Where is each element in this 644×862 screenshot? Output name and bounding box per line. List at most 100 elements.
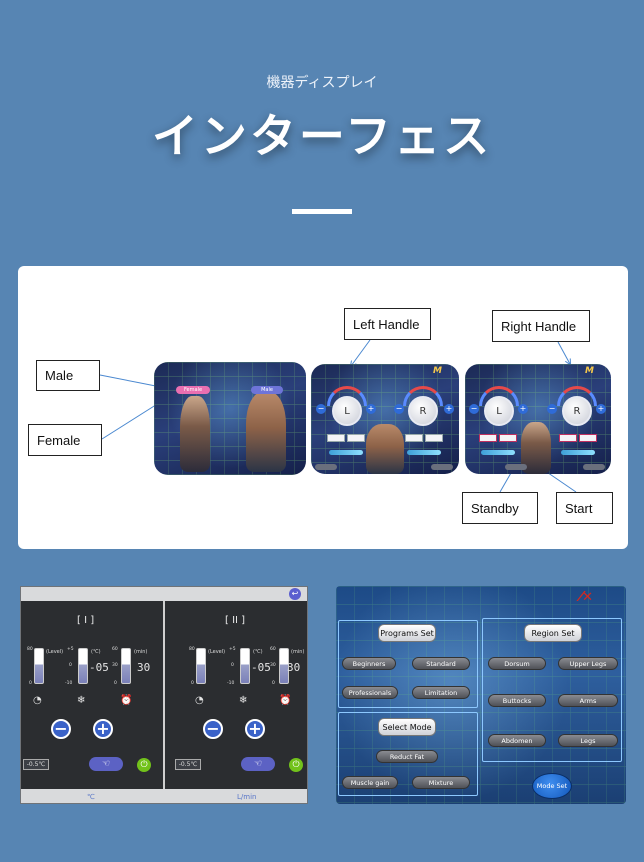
- left-level-bar: [481, 450, 515, 455]
- gauge-icon: ◔: [195, 695, 204, 706]
- alarm-clock-icon: ⏰: [279, 695, 292, 706]
- mode-set-button[interactable]: Mode Set: [532, 773, 572, 799]
- time-min-tick: 0: [114, 681, 117, 686]
- power-icon: ⏻: [140, 760, 148, 770]
- minus-button[interactable]: −: [203, 719, 223, 739]
- male-figure: [246, 392, 286, 472]
- running-screen: M L R − + − +: [465, 364, 611, 474]
- programs-set-button[interactable]: Programs Set: [378, 624, 436, 642]
- minus-button[interactable]: −: [51, 719, 71, 739]
- right-minus-icon[interactable]: −: [394, 404, 404, 414]
- start-button[interactable]: [431, 464, 453, 470]
- temp-max-tick: +5: [229, 647, 236, 652]
- channel-divider: [163, 601, 165, 791]
- programs-group: [338, 620, 478, 708]
- temperature-gauge: [240, 648, 250, 684]
- temp-unit: (℃): [253, 649, 263, 655]
- left-field-2[interactable]: [347, 434, 365, 442]
- pump-toggle-button[interactable]: ☜: [241, 757, 275, 771]
- time-value: 30: [287, 661, 301, 674]
- left-field-2[interactable]: [499, 434, 517, 442]
- mode-muscle-gain[interactable]: Muscle gain: [342, 776, 398, 789]
- mode-reduct-fat[interactable]: Reduct Fat: [376, 750, 438, 763]
- start-button[interactable]: [583, 464, 605, 470]
- left-level-bar: [329, 450, 363, 455]
- temperature-gauge: [78, 648, 88, 684]
- right-field-2[interactable]: [579, 434, 597, 442]
- right-field-2[interactable]: [425, 434, 443, 442]
- level-unit: (Level): [208, 649, 226, 655]
- female-pill[interactable]: Female: [176, 386, 210, 394]
- power-button[interactable]: ⏻: [137, 758, 151, 772]
- temp-readout: -0.5℃: [23, 759, 49, 770]
- power-button[interactable]: ⏻: [289, 758, 303, 772]
- region-abdomen[interactable]: Abdomen: [488, 734, 546, 747]
- left-plus-icon[interactable]: +: [518, 404, 528, 414]
- back-icon[interactable]: ↩: [289, 588, 301, 600]
- region-buttocks[interactable]: Buttocks: [488, 694, 546, 707]
- temp-mid-tick: 0: [69, 663, 72, 668]
- hand-icon: ☜: [101, 759, 111, 769]
- region-arms[interactable]: Arms: [558, 694, 618, 707]
- right-field-1[interactable]: [405, 434, 423, 442]
- left-field-1[interactable]: [479, 434, 497, 442]
- right-field-1[interactable]: [559, 434, 577, 442]
- level-gauge: [196, 648, 206, 684]
- region-legs[interactable]: Legs: [558, 734, 618, 747]
- plus-button[interactable]: +: [93, 719, 113, 739]
- male-pill[interactable]: Male: [251, 386, 283, 394]
- region-group: [482, 618, 622, 762]
- time-unit: (min): [291, 649, 305, 655]
- callout-standby: Standby: [462, 492, 538, 524]
- brand-logo: M: [433, 366, 442, 376]
- standby-button[interactable]: [315, 464, 337, 470]
- temp-max-tick: +5: [67, 647, 74, 652]
- left-minus-icon[interactable]: −: [469, 404, 479, 414]
- program-standard[interactable]: Standard: [412, 657, 470, 670]
- right-handle-knob[interactable]: R: [562, 396, 592, 426]
- right-plus-icon[interactable]: +: [444, 404, 454, 414]
- program-beginners[interactable]: Beginners: [342, 657, 396, 670]
- right-plus-icon[interactable]: +: [596, 404, 606, 414]
- program-limitation[interactable]: Limitation: [412, 686, 470, 699]
- plus-button[interactable]: +: [245, 719, 265, 739]
- diagram-panel: Male Female Left Handle Right Handle Sta…: [18, 266, 628, 549]
- power-icon: ⏻: [292, 760, 300, 770]
- time-min-tick: 0: [272, 681, 275, 686]
- left-minus-icon[interactable]: −: [316, 404, 326, 414]
- left-handle-knob[interactable]: L: [484, 396, 514, 426]
- right-minus-icon[interactable]: −: [547, 404, 557, 414]
- temperature-control-screen: ↩ [ I ] 80 0 (Level) +5 0 -10 (℃) -05 60…: [20, 586, 308, 804]
- region-dorsum[interactable]: Dorsum: [488, 657, 546, 670]
- left-plus-icon[interactable]: +: [366, 404, 376, 414]
- gauge-icon: ◔: [33, 695, 42, 706]
- channel-label: [ I ]: [77, 615, 95, 626]
- callout-left-handle: Left Handle: [344, 308, 431, 340]
- level-max-tick: 80: [27, 647, 33, 652]
- left-handle-knob[interactable]: L: [332, 396, 362, 426]
- pump-toggle-button[interactable]: ☜: [89, 757, 123, 771]
- program-professionals[interactable]: Professionals: [342, 686, 398, 699]
- temp-value: -05: [89, 661, 109, 674]
- left-field-1[interactable]: [327, 434, 345, 442]
- channel-2: [ II ] 80 0 (Level) +5 0 -10 (℃) -05 60 …: [165, 601, 307, 791]
- right-handle-knob[interactable]: R: [408, 396, 438, 426]
- mode-mixture[interactable]: Mixture: [412, 776, 470, 789]
- level-min-tick: 0: [191, 681, 194, 686]
- temp-mid-tick: 0: [231, 663, 234, 668]
- region-upper-legs[interactable]: Upper Legs: [558, 657, 618, 670]
- time-max-tick: 60: [270, 647, 276, 652]
- level-max-tick: 80: [189, 647, 195, 652]
- temp-value: -05: [251, 661, 271, 674]
- male-figure: [366, 424, 404, 474]
- arrow-left-handle: [351, 339, 371, 366]
- snowflake-icon: ❄: [77, 695, 86, 706]
- select-mode-button[interactable]: Select Mode: [378, 718, 436, 736]
- region-set-button[interactable]: Region Set: [524, 624, 582, 642]
- time-value: 30: [137, 661, 151, 674]
- hand-icon: ☜: [253, 759, 263, 769]
- temp-min-tick: -10: [227, 681, 235, 686]
- standby-button[interactable]: [505, 464, 527, 470]
- gender-select-screen: Female Male: [154, 362, 306, 475]
- time-unit: (min): [134, 649, 148, 655]
